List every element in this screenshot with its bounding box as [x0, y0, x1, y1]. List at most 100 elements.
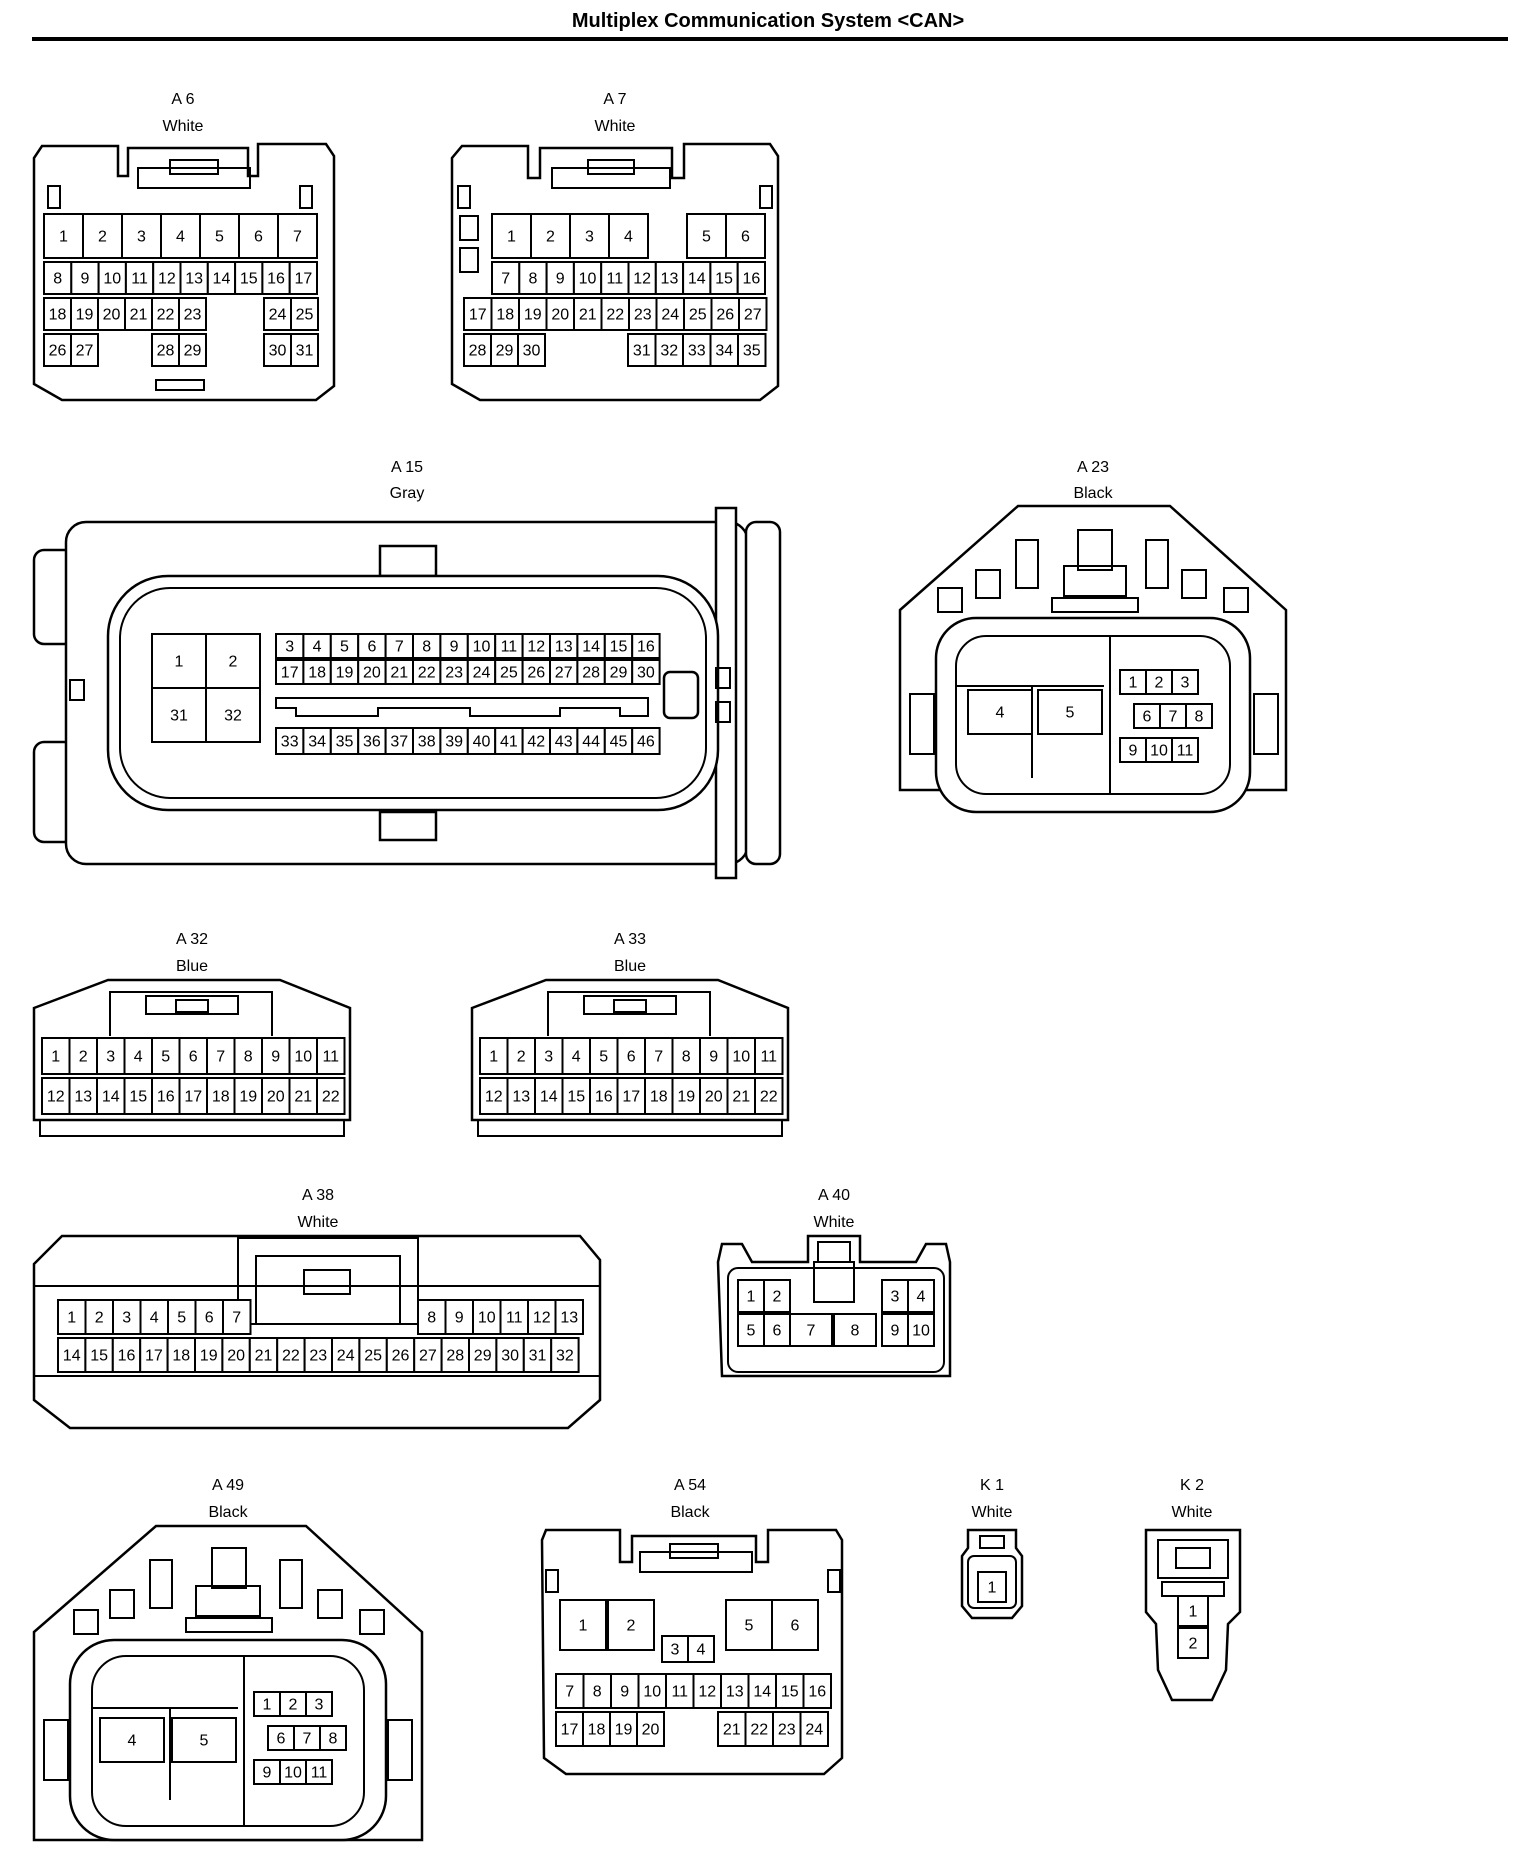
pin-a7-19-label: 19 [524, 307, 542, 324]
pin-a38-21: 21 [248, 1337, 279, 1373]
pin-a7-15: 15 [709, 261, 739, 295]
pin-a7-26-label: 26 [716, 307, 734, 324]
pin-a32-14: 14 [96, 1077, 126, 1115]
connector-a7-color: White [595, 118, 636, 135]
pin-a54-1: 1 [559, 1599, 607, 1651]
pin-a7-6-cavity [725, 213, 766, 259]
pin-a7-28: 28 [463, 333, 492, 367]
pin-a32-21-label: 21 [294, 1089, 312, 1106]
pin-a15-24: 24 [466, 659, 497, 685]
pin-a54-13-label: 13 [726, 1684, 744, 1701]
connector-a54-name: A 54 [674, 1477, 706, 1494]
pin-a7-21: 21 [573, 297, 603, 331]
pin-a6-17: 17 [288, 261, 319, 295]
pin-a6-30: 30 [263, 333, 292, 367]
pin-a32-5-label: 5 [161, 1049, 170, 1066]
pin-a49-5-label: 5 [200, 1733, 209, 1750]
pin-a15-24-label: 24 [473, 665, 491, 682]
pin-a32-14-label: 14 [102, 1089, 120, 1106]
pin-a33-22: 22 [754, 1077, 784, 1115]
pin-a54-9: 9 [610, 1673, 640, 1709]
pin-a32-6: 6 [178, 1037, 208, 1075]
pin-a32-16: 16 [151, 1077, 181, 1115]
pin-a6-23-cavity [178, 297, 207, 331]
pin-a15-7-cavity [384, 633, 415, 659]
pin-a40-9: 9 [881, 1313, 909, 1347]
pin-a15-29-label: 29 [610, 665, 628, 682]
pin-a38-17-label: 17 [145, 1348, 163, 1365]
pin-a54-17-label: 17 [561, 1722, 579, 1739]
pin-a49-8: 8 [319, 1725, 347, 1751]
pin-a54-12-label: 12 [698, 1684, 716, 1701]
pin-a23-1: 1 [1119, 669, 1147, 695]
pin-a32-13-label: 13 [74, 1089, 92, 1106]
pin-a54-1-label: 1 [579, 1618, 588, 1635]
pin-a32-10-label: 10 [294, 1049, 312, 1066]
pin-a7-5: 5 [686, 213, 727, 259]
pin-a6-17-label: 17 [294, 271, 312, 288]
pin-a38-6-label: 6 [205, 1310, 214, 1327]
pin-a38-17: 17 [139, 1337, 169, 1373]
pin-a40-1: 1 [737, 1279, 765, 1313]
pin-a7-14-label: 14 [688, 271, 706, 288]
pin-a38-28-cavity [440, 1337, 471, 1373]
pin-a32-18: 18 [206, 1077, 236, 1115]
pin-a54-8: 8 [582, 1673, 612, 1709]
pin-a7-34: 34 [709, 333, 739, 367]
pin-a33-9-label: 9 [709, 1049, 718, 1066]
pin-a40-1-label: 1 [747, 1289, 756, 1306]
pin-a15-29: 29 [603, 659, 634, 685]
pin-a15-44: 44 [576, 727, 606, 755]
pin-a6-19-label: 19 [76, 307, 94, 324]
pin-a33-16-label: 16 [595, 1089, 613, 1106]
pin-a38-4-label: 4 [150, 1310, 159, 1327]
pin-a15-36-cavity [357, 727, 387, 755]
page-title: Multiplex Communication System <CAN> [571, 10, 965, 32]
pin-a49-4: 4 [99, 1717, 165, 1763]
pin-a15-45: 45 [603, 727, 634, 755]
pin-a23-10-label: 10 [1150, 743, 1168, 760]
pin-a38-20-label: 20 [227, 1348, 245, 1365]
pin-a15-31: 31 [151, 687, 207, 743]
pin-a49-5: 5 [171, 1717, 237, 1763]
connector-a23-name: A 23 [1077, 459, 1109, 476]
pin-a40-5-cavity [737, 1313, 765, 1347]
pin-a6-10: 10 [97, 261, 127, 295]
pin-a33-15-label: 15 [567, 1089, 585, 1106]
pin-a23-5-label: 5 [1066, 705, 1075, 722]
pin-a23-1-cavity [1119, 669, 1147, 695]
pin-a15-46-cavity [631, 727, 661, 755]
pin-a32-17: 17 [178, 1077, 208, 1115]
pin-a23-8: 8 [1185, 703, 1213, 729]
pin-a15-12: 12 [521, 633, 551, 659]
pin-a40-7-label: 7 [807, 1323, 816, 1340]
pin-a54-4-label: 4 [697, 1642, 706, 1659]
pin-a38-25-label: 25 [364, 1348, 382, 1365]
pin-a38-22: 22 [276, 1337, 306, 1373]
pin-a7-24: 24 [655, 297, 685, 331]
connector-a38-name: A 38 [302, 1187, 334, 1204]
pin-a54-11-label: 11 [671, 1684, 688, 1701]
pin-a15-35: 35 [329, 727, 360, 755]
pin-a15-40-label: 40 [473, 734, 491, 751]
pin-a54-2-label: 2 [627, 1618, 636, 1635]
pin-a38-5-label: 5 [177, 1310, 186, 1327]
pin-a6-27-label: 27 [76, 343, 94, 360]
pin-a38-1-label: 1 [67, 1310, 76, 1327]
pin-a40-4-label: 4 [917, 1289, 926, 1306]
connector-a40-color: White [814, 1214, 855, 1231]
pin-a15-28: 28 [576, 659, 606, 685]
pin-a38-30-cavity [495, 1337, 525, 1373]
pin-a7-35-label: 35 [743, 343, 761, 360]
pin-a38-7-label: 7 [232, 1310, 241, 1327]
pin-a49-4-label: 4 [128, 1733, 137, 1750]
pin-a7-8-label: 8 [528, 271, 537, 288]
pin-a38-14: 14 [57, 1337, 87, 1373]
pin-a15-45-label: 45 [610, 734, 628, 751]
pin-a6-8-cavity [43, 261, 73, 295]
pin-a15-25: 25 [494, 659, 524, 685]
pin-a54-6: 6 [771, 1599, 819, 1651]
pin-a7-30-cavity [517, 333, 546, 367]
